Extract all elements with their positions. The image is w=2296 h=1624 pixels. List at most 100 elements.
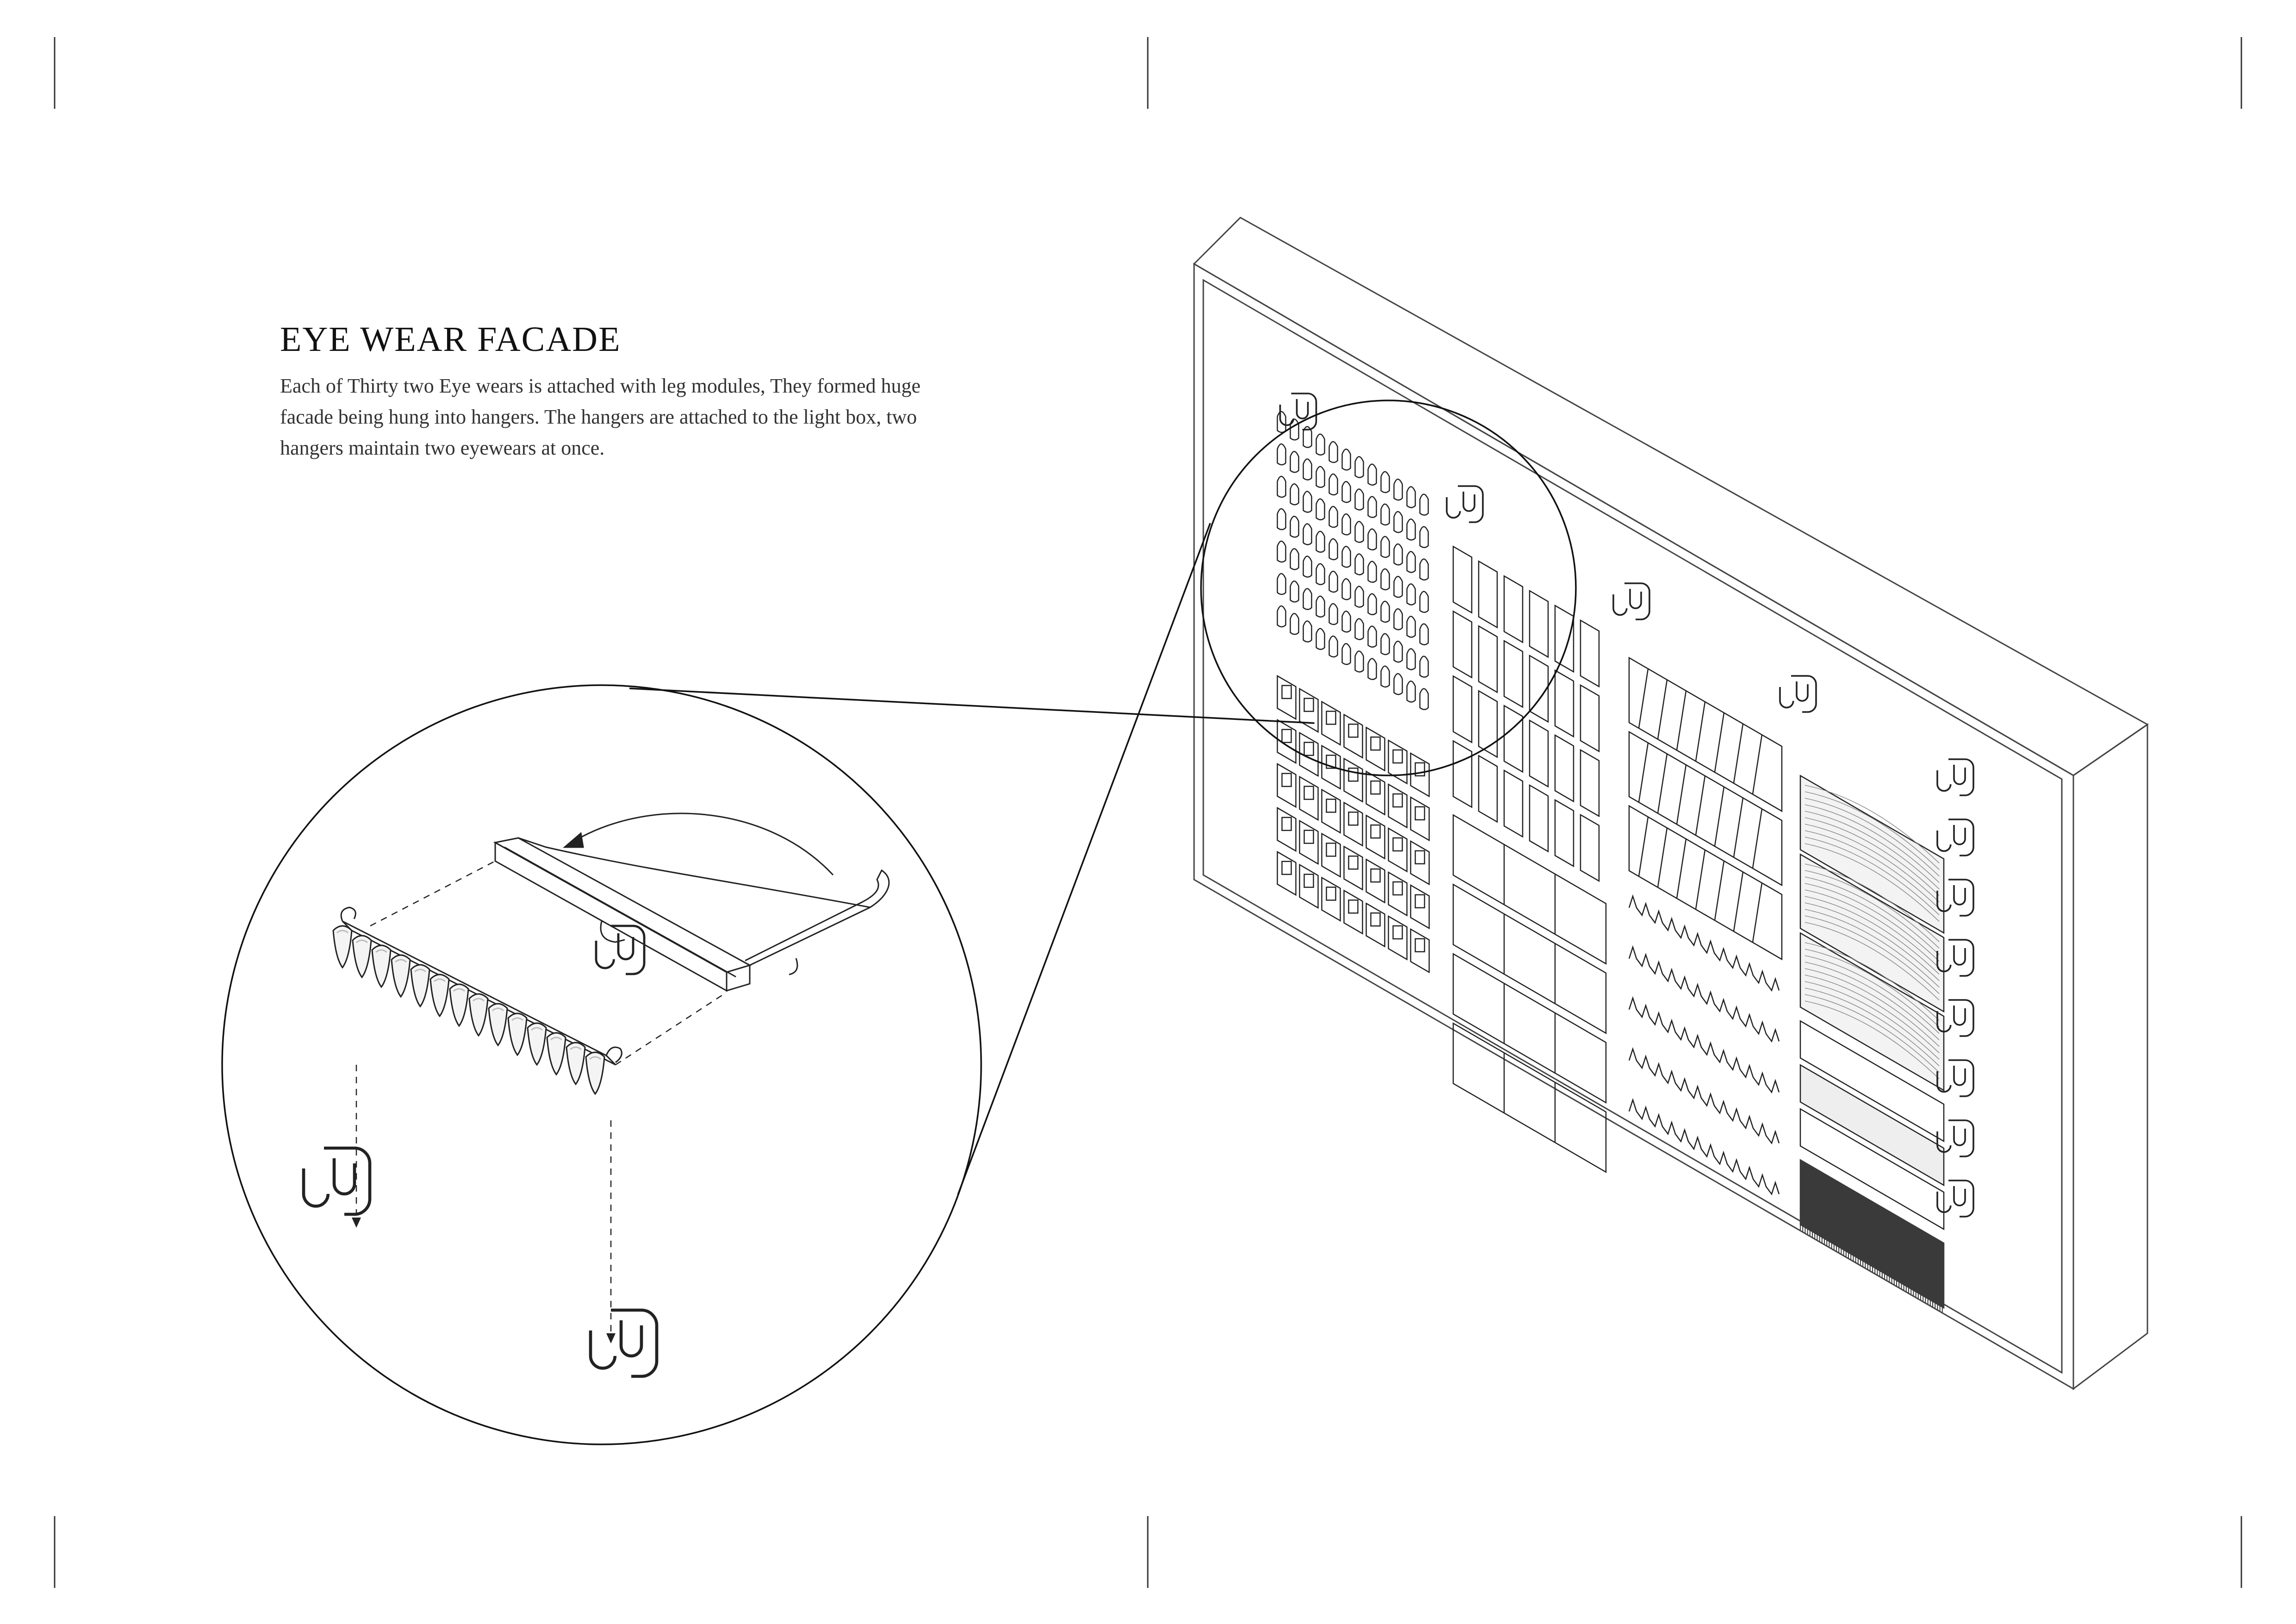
leg-module — [1380, 568, 1390, 591]
lattice-slat — [1695, 775, 1706, 836]
leg-module — [546, 1032, 566, 1076]
leg-module — [1341, 643, 1351, 665]
box-module — [1365, 770, 1386, 816]
fin-module — [1554, 669, 1574, 738]
light-box-front-face — [1193, 262, 2074, 1390]
fin-module — [1580, 619, 1600, 688]
contour-line — [1804, 798, 1940, 876]
leg-module — [585, 1051, 605, 1095]
contour-line — [1804, 902, 1940, 981]
leg-module — [1328, 635, 1338, 658]
box-module — [1410, 796, 1430, 842]
leg-module — [1328, 506, 1338, 528]
box-module — [1276, 806, 1297, 852]
leg-module — [1354, 586, 1364, 608]
fin-module — [1580, 684, 1600, 753]
hanger — [1612, 582, 1650, 620]
leg-module — [1367, 658, 1377, 680]
leg-module — [1380, 503, 1390, 526]
fin-module — [1554, 604, 1574, 673]
leg-module — [1419, 656, 1429, 678]
fin-module — [1503, 705, 1524, 773]
leg-module — [1354, 456, 1364, 478]
box-module — [1410, 840, 1430, 886]
contour-line — [1804, 962, 1940, 1040]
hanger — [1936, 758, 1974, 796]
box-module — [1365, 726, 1386, 772]
leg-module — [1276, 540, 1287, 563]
leg-module — [1328, 473, 1338, 496]
lattice-slat — [1714, 787, 1725, 847]
contour-line — [1804, 791, 1940, 870]
leg-module-rack — [332, 906, 622, 1095]
leg-module — [1406, 616, 1416, 638]
leg-module — [1419, 558, 1429, 581]
box-module-inset — [1370, 736, 1381, 751]
leg-module — [332, 925, 353, 969]
box-module-inset — [1281, 685, 1292, 700]
hanger — [1446, 485, 1484, 523]
box-module — [1388, 739, 1408, 785]
lattice-slat — [1657, 754, 1668, 813]
box-module — [1343, 757, 1363, 803]
box-module-inset — [1414, 806, 1425, 821]
leg-module — [1393, 575, 1403, 598]
light-box-inner-frame — [1202, 279, 2063, 1374]
detail-hangers — [302, 924, 659, 1378]
contour-line — [1804, 974, 1940, 1053]
contour-line — [1804, 994, 1940, 1073]
lattice-slat — [1752, 809, 1763, 868]
leg-module — [1354, 488, 1364, 511]
leg-module — [1276, 573, 1287, 595]
fringe-module — [1799, 1159, 1945, 1309]
leg-module — [1341, 578, 1351, 600]
leg-module — [1406, 583, 1416, 606]
leg-module — [1393, 511, 1403, 533]
box-module — [1299, 687, 1319, 733]
leg-module — [1315, 563, 1325, 585]
leg-module — [1289, 451, 1300, 473]
box-module-inset — [1281, 817, 1292, 831]
box-module — [1276, 718, 1297, 764]
leg-module — [1302, 523, 1313, 545]
pattern-module — [1799, 1064, 1945, 1187]
box-module — [1365, 814, 1386, 860]
contour-line — [1804, 889, 1940, 968]
lattice-slat — [1695, 701, 1706, 762]
contour-line — [1804, 830, 1940, 909]
leg-module — [1354, 650, 1364, 673]
box-module-inset — [1325, 799, 1337, 813]
lattice-slat — [1714, 861, 1725, 921]
hanger — [1936, 999, 1974, 1037]
box-module-inset — [1370, 780, 1381, 795]
box-module — [1388, 871, 1408, 917]
lattice-slat — [1752, 735, 1763, 794]
contour-line — [1804, 876, 1940, 955]
lattice-slat — [1733, 798, 1744, 858]
fin-module — [1580, 813, 1600, 882]
pattern-module — [1799, 1108, 1945, 1230]
leg-module — [1393, 543, 1403, 566]
contour-line — [1804, 785, 1940, 863]
contour-line — [1804, 922, 1940, 1000]
fin-module — [1452, 675, 1473, 743]
box-module — [1388, 915, 1408, 961]
eyeglass-frame — [493, 837, 890, 992]
box-module — [1343, 889, 1363, 935]
leg-module — [1302, 556, 1313, 578]
fin-module — [1452, 610, 1473, 679]
cell-module — [1452, 1022, 1607, 1173]
lattice-slat — [1657, 680, 1668, 739]
contour-line — [1804, 896, 1940, 974]
fin-module — [1529, 654, 1549, 723]
leg-module — [1328, 603, 1338, 625]
leg-module — [1419, 623, 1429, 645]
box-module — [1299, 863, 1319, 909]
leg-module — [488, 1003, 508, 1047]
box-module-inset — [1370, 912, 1381, 927]
fin-module — [1503, 769, 1524, 838]
leg-module — [1380, 600, 1390, 623]
leg-module — [527, 1022, 547, 1066]
exploded-detail — [302, 812, 890, 1378]
box-module-inset — [1325, 887, 1337, 901]
